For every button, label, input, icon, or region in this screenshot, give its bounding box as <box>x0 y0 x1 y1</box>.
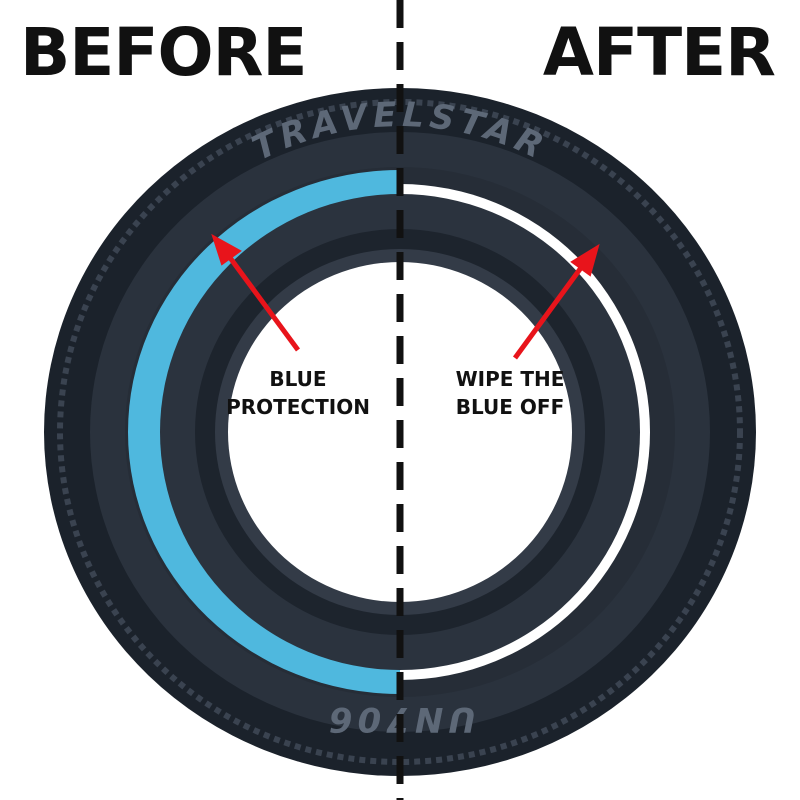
left-label-line1: BLUE <box>269 367 326 391</box>
right-label-line1: WIPE THE <box>456 367 565 391</box>
after-heading: AFTER <box>543 14 775 91</box>
right-label-line2: BLUE OFF <box>456 395 564 419</box>
left-label-line2: PROTECTION <box>226 395 370 419</box>
before-heading: BEFORE <box>20 14 307 91</box>
arrow-left <box>211 233 301 352</box>
arrow-right <box>512 243 600 360</box>
